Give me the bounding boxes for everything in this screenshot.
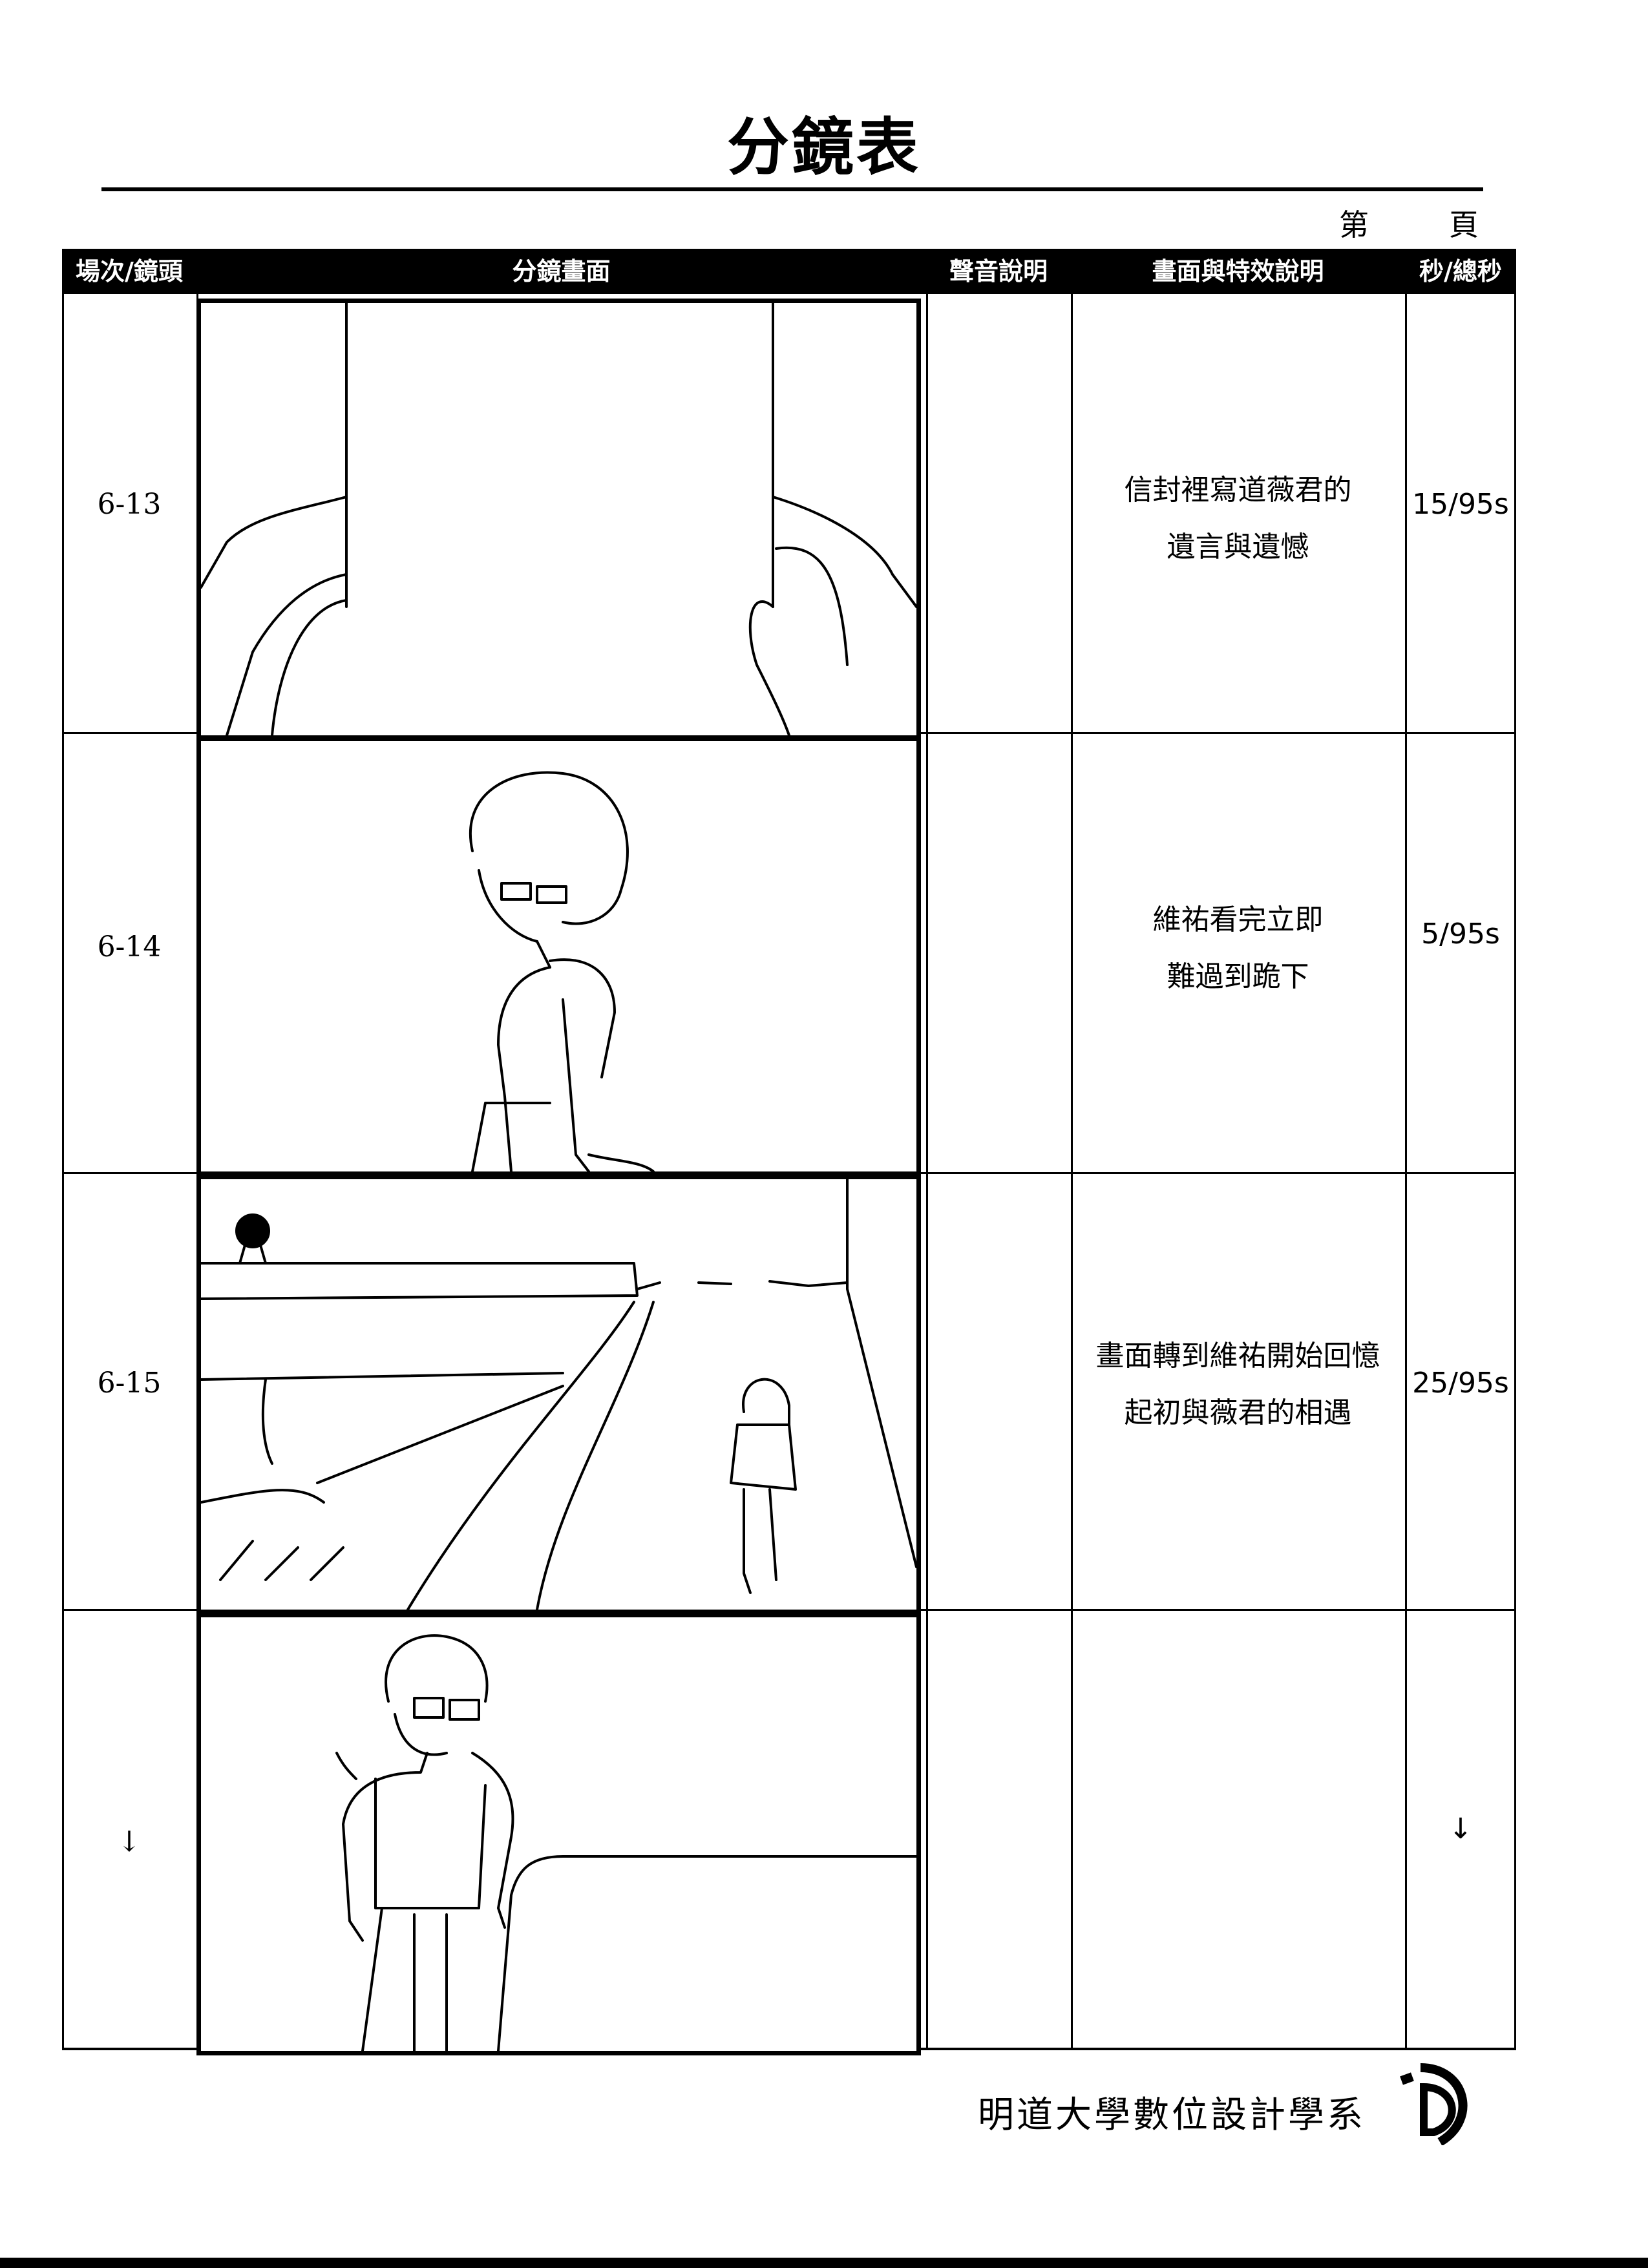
page-number-suffix: 頁 (1449, 207, 1479, 242)
description-line: 遺言與遺憾 (1167, 530, 1309, 563)
department-name: 明道大學數位設計學系 (978, 2094, 1366, 2136)
header-scene: 場次/鏡頭 (76, 257, 183, 286)
title-divider (101, 187, 1483, 191)
description-line: 信封裡寫道薇君的 (1124, 474, 1352, 507)
continued-arrow: ↓ (117, 1825, 142, 1858)
scene-number: 6-14 (97, 930, 162, 963)
description-line: 難過到跪下 (1167, 960, 1309, 993)
continued-arrow: ↓ (1448, 1812, 1473, 1845)
page-title: 分鏡表 (727, 111, 921, 184)
scene-duration: 25/95s (1412, 1367, 1509, 1400)
storyboard-panel-riverside-walk (196, 1175, 921, 1614)
scene-description: 畫面轉到維祐開始回憶 起初與薇君的相遇 (1071, 1328, 1405, 1442)
description-line: 維祐看完立即 (1152, 903, 1324, 936)
header-seconds: 秒/總秒 (1419, 257, 1502, 286)
scene-duration: 15/95s (1412, 488, 1509, 521)
scene-duration: 5/95s (1421, 918, 1500, 950)
storyboard-panel-hands-holding-letter (196, 299, 921, 740)
header-description: 畫面與特效說明 (1152, 257, 1324, 286)
header-storyboard: 分鏡畫面 (512, 257, 611, 286)
table-header: 場次/鏡頭 分鏡畫面 聲音說明 畫面與特效說明 秒/總秒 (62, 249, 1516, 294)
page-number-prefix: 第 (1339, 207, 1369, 242)
description-line: 畫面轉到維祐開始回憶 (1095, 1339, 1380, 1372)
scene-number: 6-13 (97, 488, 162, 521)
header-sound: 聲音說明 (949, 257, 1048, 286)
scene-description: 維祐看完立即 難過到跪下 (1071, 892, 1405, 1005)
scan-edge (0, 2258, 1648, 2268)
storyboard-panel-weiyou-kneeling (196, 737, 921, 1176)
description-line: 起初與薇君的相遇 (1124, 1396, 1352, 1429)
storyboard-panel-weiyou-standing (196, 1613, 921, 2055)
scene-number: 6-15 (97, 1367, 162, 1400)
department-logo (1395, 2061, 1479, 2147)
scene-description: 信封裡寫道薇君的 遺言與遺憾 (1071, 462, 1405, 576)
